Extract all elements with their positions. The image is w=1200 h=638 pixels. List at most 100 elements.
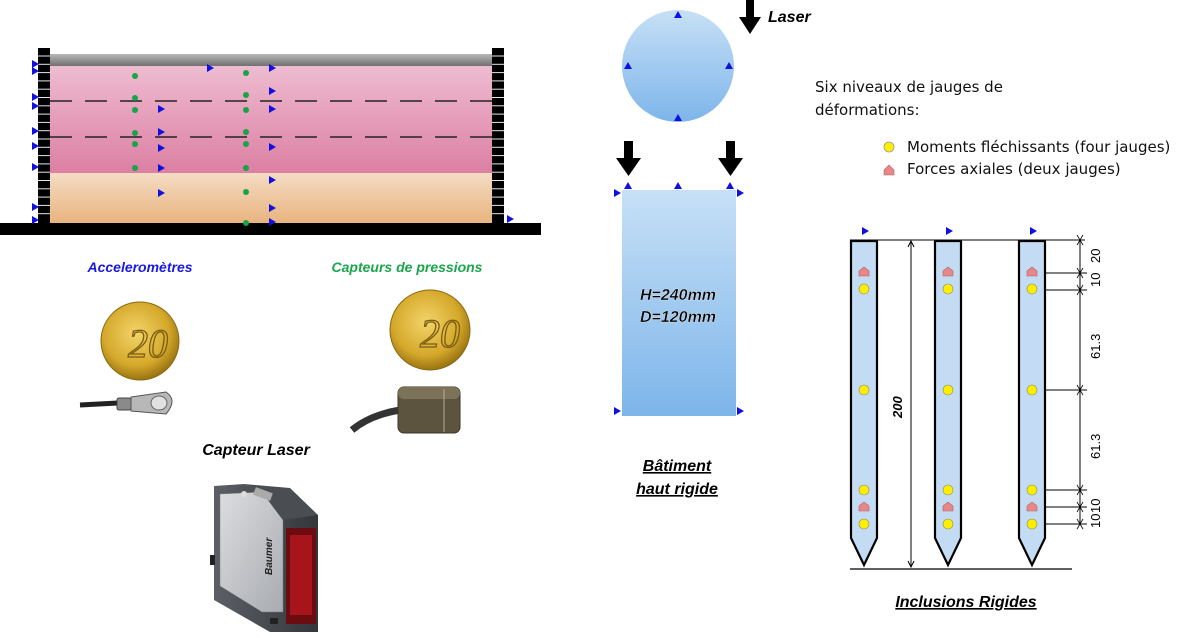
container-base — [0, 223, 541, 235]
dimension-chain: 20 10 61.3 61.3 10 10 — [1044, 234, 1103, 530]
clay-layer — [50, 66, 492, 173]
pressure-sensor-marker — [243, 92, 249, 98]
piles-caption: Inclusions Rigides — [895, 594, 1036, 611]
accelerometer-marker — [269, 176, 276, 184]
axial-gauge — [1026, 501, 1038, 512]
pressure-sensor-marker — [243, 165, 249, 171]
accelerometer-marker — [946, 227, 953, 235]
pressure-sensor-marker — [243, 189, 249, 195]
accelerometer-marker — [32, 203, 39, 211]
axial-gauge — [942, 501, 954, 512]
accelerometer-marker — [269, 204, 276, 212]
accelerometer-marker — [32, 142, 39, 150]
accelerometer-marker — [207, 64, 214, 72]
accelerometer-icon — [79, 391, 173, 415]
legend-axial-label: Forces axiales (deux jauges) — [907, 160, 1121, 178]
accelerometer-marker — [32, 163, 39, 171]
pile — [849, 227, 879, 568]
yellow-circle-icon — [883, 141, 895, 153]
laser-arrow-left-icon — [616, 141, 641, 176]
accelerometer-marker — [158, 128, 165, 136]
accelerometer-marker — [32, 102, 39, 110]
moment-gauge — [1026, 283, 1038, 295]
moment-gauge — [858, 518, 870, 530]
cover-plate — [50, 54, 492, 66]
accelerometer-marker — [32, 127, 39, 135]
axial-gauge — [1026, 266, 1038, 277]
laser-brand: Baumer — [264, 537, 275, 575]
pressure-sensor-marker — [132, 73, 138, 79]
pressure-sensor-marker — [243, 220, 249, 226]
pressure-sensor-marker — [132, 107, 138, 113]
pile — [933, 227, 963, 568]
pile-body — [1017, 239, 1047, 568]
wall-post — [38, 48, 50, 225]
building-caption-2: haut rigide — [636, 481, 718, 498]
building-plan-view — [622, 10, 734, 122]
building-caption-1: Bâtiment — [643, 458, 712, 475]
accelerometer-marker — [624, 62, 632, 69]
moment-gauge — [942, 384, 954, 396]
accelerometer-marker — [269, 143, 276, 151]
soil-container — [0, 48, 541, 235]
dimension-arrow — [1076, 484, 1084, 491]
accelerometer-marker — [269, 64, 276, 72]
moment-gauge — [858, 484, 870, 496]
pressure-sensor-marker — [243, 107, 249, 113]
pressure-sensor-marker — [243, 141, 249, 147]
accelerometer-marker — [674, 182, 682, 189]
pressure-sensor-marker — [132, 130, 138, 136]
dim-label-61-top: 61.3 — [1088, 334, 1103, 359]
dimension-arrow — [1076, 284, 1084, 291]
accelerometer-marker — [1030, 227, 1037, 235]
pink-pentagon-icon — [883, 164, 895, 176]
pile-body — [933, 239, 963, 568]
pressure-sensor-marker — [132, 95, 138, 101]
axial-gauge — [942, 266, 954, 277]
pressure-sensor-marker — [132, 141, 138, 147]
laser-arrow-icon — [739, 0, 761, 34]
legend-item-axial: Forces axiales (deux jauges) — [883, 160, 1121, 178]
accelerometer-marker — [725, 62, 733, 69]
pressure-sensors-label: Capteurs de pressions — [332, 259, 483, 275]
svg-text:20: 20 — [420, 311, 460, 356]
moment-gauge — [1026, 384, 1038, 396]
accelerometer-marker — [614, 407, 621, 415]
accelerometer-marker — [674, 114, 682, 121]
moment-gauge — [1026, 484, 1038, 496]
accelerometer-marker — [737, 407, 744, 415]
dim-label-20: 20 — [1088, 249, 1103, 263]
left-wall — [38, 48, 50, 225]
dimension-arrow — [1076, 501, 1084, 508]
moment-gauge — [858, 384, 870, 396]
pile — [1017, 227, 1047, 568]
pressure-sensor-icon — [349, 386, 461, 434]
accelerometer-marker — [32, 60, 39, 68]
accelerometer-marker — [726, 182, 734, 189]
right-wall — [492, 48, 504, 225]
dim-label-10-a: 10 — [1088, 499, 1103, 513]
dim-label-10-top: 10 — [1088, 273, 1103, 287]
axial-gauge — [858, 501, 870, 512]
building-elevation — [622, 190, 736, 416]
pressure-sensor-marker — [243, 129, 249, 135]
accelerometer-marker — [614, 189, 621, 197]
accelerometer-marker — [269, 87, 276, 95]
dimension-arrow — [1076, 518, 1084, 525]
accelerometer-marker — [158, 164, 165, 172]
accelerometer-photo: 20 — [79, 301, 180, 415]
dim-label-61-bottom: 61.3 — [1088, 434, 1103, 459]
accelerometer-marker — [674, 11, 682, 18]
building-height: H=240mm — [640, 287, 716, 304]
accelerometer-marker — [269, 105, 276, 113]
pressure-sensor-markers — [132, 70, 249, 226]
axial-gauge — [858, 266, 870, 277]
pressure-sensor-marker — [243, 70, 249, 76]
laser-arrow-right-icon — [718, 141, 743, 176]
laser-sensor-photo: Baumer — [210, 484, 318, 632]
dimension-arrow — [1076, 267, 1084, 274]
coin-icon: 20 — [100, 301, 180, 381]
dimension-arrow — [1076, 384, 1084, 391]
accelerometer-marker — [158, 189, 165, 197]
coin-icon: 20 — [389, 289, 471, 371]
